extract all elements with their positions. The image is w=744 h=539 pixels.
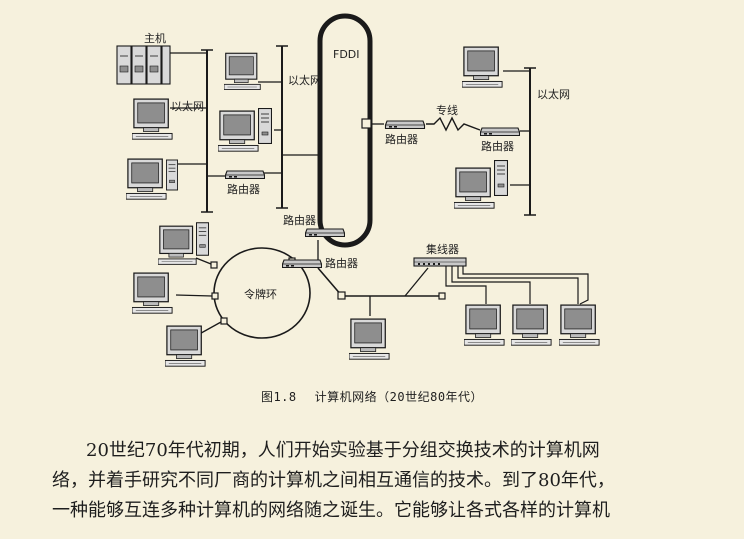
fddi-ring xyxy=(317,13,373,248)
pc-token-2 xyxy=(132,272,173,314)
left-ethernet-backbone xyxy=(170,49,226,213)
figure-number: 图1.8 xyxy=(260,390,297,404)
figure-title: 计算机网络（20世纪80年代） xyxy=(314,390,484,404)
pc-hub-2 xyxy=(511,304,552,346)
mainframe-host xyxy=(116,45,171,85)
label-router-right-lan: 路由器 xyxy=(481,139,514,153)
pc-hub-1 xyxy=(464,304,505,346)
figure-caption: 图1.8 计算机网络（20世纪80年代） xyxy=(0,388,744,405)
label-ethernet-left: 以太网 xyxy=(171,100,204,113)
label-host: 主机 xyxy=(144,31,166,45)
pc-right-eth-2 xyxy=(454,160,508,209)
label-ethernet-right: 以太网 xyxy=(537,88,570,101)
pc-mid-eth-1 xyxy=(224,52,261,91)
bottom-ethernet-segment xyxy=(317,267,446,316)
label-router-token: 路由器 xyxy=(325,256,358,270)
label-leased-line: 专线 xyxy=(436,103,458,117)
right-ethernet-backbone xyxy=(503,67,536,216)
middle-ethernet-backbone xyxy=(258,45,322,209)
router-fddi-right xyxy=(384,120,426,129)
paragraph-line: 20世纪70年代初期，人们开始实验基于分组交换技术的计算机网 xyxy=(86,440,600,461)
fddi-attachment-right xyxy=(361,118,384,129)
body-paragraph: 20世纪70年代初期，人们开始实验基于分组交换技术的计算机网 络，并着手研究不同… xyxy=(52,436,712,526)
pc-bottom-eth xyxy=(349,318,390,360)
router-token xyxy=(282,259,322,268)
network-diagram: 主机 以太网 以太网 以太网 FDDI 专线 路由器 路由器 路由器 路由器 路… xyxy=(116,13,600,367)
hub-cables xyxy=(445,266,589,305)
paragraph-line: 络，并着手研究不同厂商的计算机之间相互通信的技术。到了80年代， xyxy=(52,470,615,491)
label-router-fddi-right: 路由器 xyxy=(385,132,418,146)
label-token-ring: 令牌环 xyxy=(244,287,277,301)
pc-token-3 xyxy=(165,325,206,367)
router-fddi-bottom xyxy=(305,228,345,237)
router-right-lan xyxy=(480,127,520,136)
leased-line xyxy=(426,116,481,132)
label-router-fddi-bottom: 路由器 xyxy=(283,213,316,227)
pc-token-1 xyxy=(158,222,209,265)
pc-left-eth-1 xyxy=(132,98,173,140)
label-fddi: FDDI xyxy=(333,48,360,61)
label-router-left-lan: 路由器 xyxy=(227,182,260,196)
pc-mid-eth-2 xyxy=(218,108,272,152)
hub-device xyxy=(413,257,467,267)
pc-hub-3 xyxy=(559,304,600,346)
label-hub: 集线器 xyxy=(426,242,459,256)
pc-right-eth-1 xyxy=(462,46,503,88)
fddi-ring-inner xyxy=(324,20,366,241)
router-left-lan xyxy=(225,170,265,179)
paragraph-line: 一种能够互连多种计算机的网络随之诞生。它能够让各式各样的计算机 xyxy=(52,500,610,521)
pc-left-eth-2 xyxy=(126,158,178,200)
label-ethernet-top: 以太网 xyxy=(288,74,321,87)
